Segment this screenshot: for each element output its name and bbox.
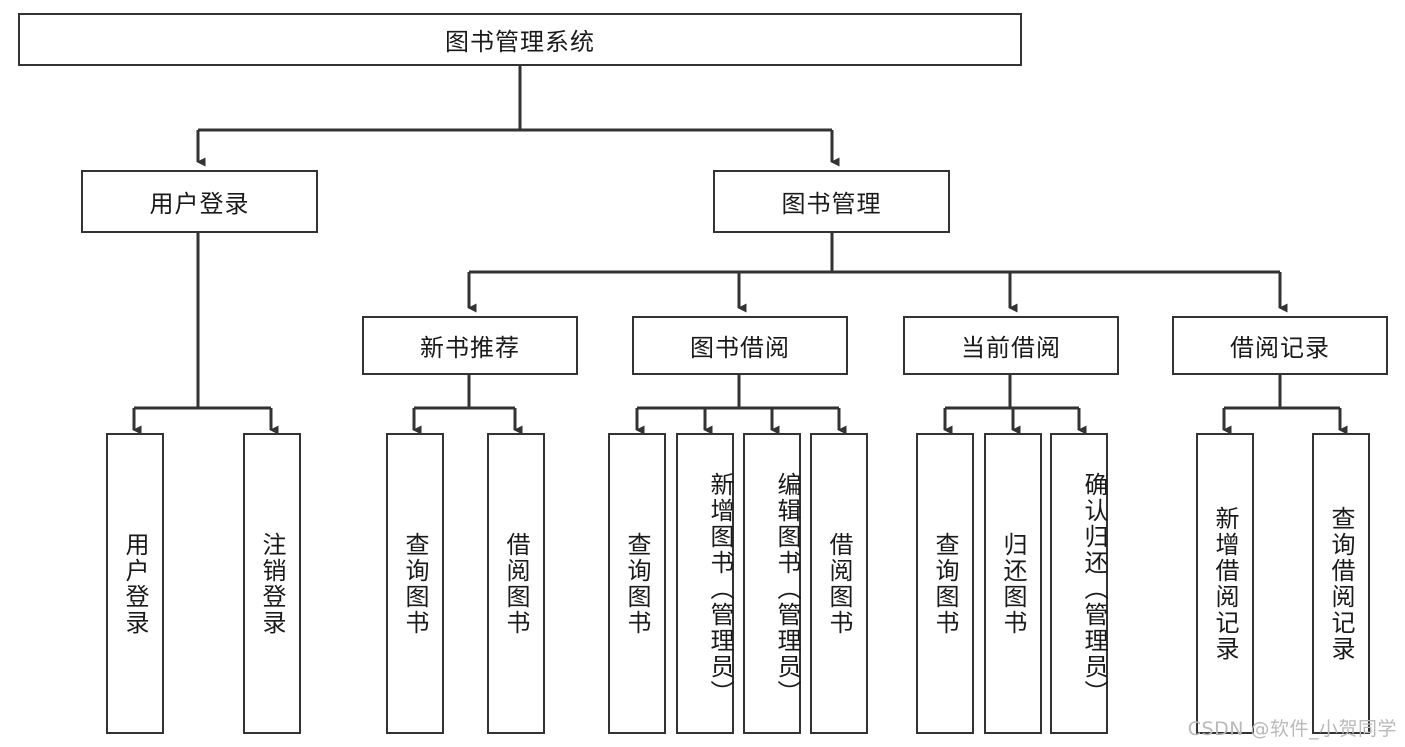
node-leaf-return-book[interactable]: 归还图书: [984, 433, 1042, 734]
node-label: 借阅图书: [502, 531, 530, 636]
node-label: 用户登录: [121, 531, 149, 636]
node-label: 用户登录: [149, 190, 250, 218]
node-label: 借阅记录: [1230, 334, 1330, 362]
node-leaf-query-book-recommend[interactable]: 查询图书: [386, 433, 444, 734]
node-label: 编辑图书（管理员）: [773, 471, 801, 706]
node-leaf-borrow-book-recommend[interactable]: 借阅图书: [487, 433, 545, 734]
node-user-login[interactable]: 用户登录: [81, 170, 318, 233]
node-leaf-add-borrow-record[interactable]: 新增借阅记录: [1196, 433, 1254, 734]
node-label: 图书管理: [781, 190, 882, 218]
node-leaf-user-login[interactable]: 用户登录: [106, 433, 164, 734]
node-label: 新书推荐: [420, 334, 520, 362]
node-label: 图书管理系统: [445, 28, 595, 56]
node-leaf-query-book-current[interactable]: 查询图书: [916, 433, 974, 734]
node-label: 查询图书: [401, 531, 429, 636]
node-label: 查询图书: [931, 531, 959, 636]
node-label: 借阅图书: [825, 531, 853, 636]
node-label: 新增借阅记录: [1211, 505, 1239, 662]
node-leaf-add-book[interactable]: 新增图书（管理员）: [676, 433, 734, 734]
node-label: 查询借阅记录: [1327, 505, 1355, 662]
node-leaf-query-borrow-record[interactable]: 查询借阅记录: [1312, 433, 1370, 734]
node-label: 当前借阅: [961, 334, 1061, 362]
node-leaf-logout[interactable]: 注销登录: [243, 433, 301, 734]
node-leaf-borrow-book[interactable]: 借阅图书: [810, 433, 868, 734]
node-current-borrow[interactable]: 当前借阅: [903, 316, 1119, 375]
node-label: 图书借阅: [690, 334, 790, 362]
node-book-borrow[interactable]: 图书借阅: [632, 316, 848, 375]
node-label: 新增图书（管理员）: [706, 471, 734, 706]
node-label: 注销登录: [258, 531, 286, 636]
node-label: 归还图书: [999, 531, 1027, 636]
node-borrow-record[interactable]: 借阅记录: [1172, 316, 1388, 375]
node-root-system[interactable]: 图书管理系统: [18, 13, 1022, 66]
node-new-book-recommend[interactable]: 新书推荐: [362, 316, 578, 375]
csdn-watermark: CSDN @软件_小贺同学: [1187, 718, 1397, 740]
node-label: 确认归还（管理员）: [1080, 471, 1108, 706]
node-label: 查询图书: [623, 531, 651, 636]
node-leaf-query-book-borrow[interactable]: 查询图书: [608, 433, 666, 734]
node-leaf-edit-book[interactable]: 编辑图书（管理员）: [743, 433, 801, 734]
node-leaf-confirm-return[interactable]: 确认归还（管理员）: [1050, 433, 1108, 734]
node-book-manage[interactable]: 图书管理: [713, 170, 950, 233]
